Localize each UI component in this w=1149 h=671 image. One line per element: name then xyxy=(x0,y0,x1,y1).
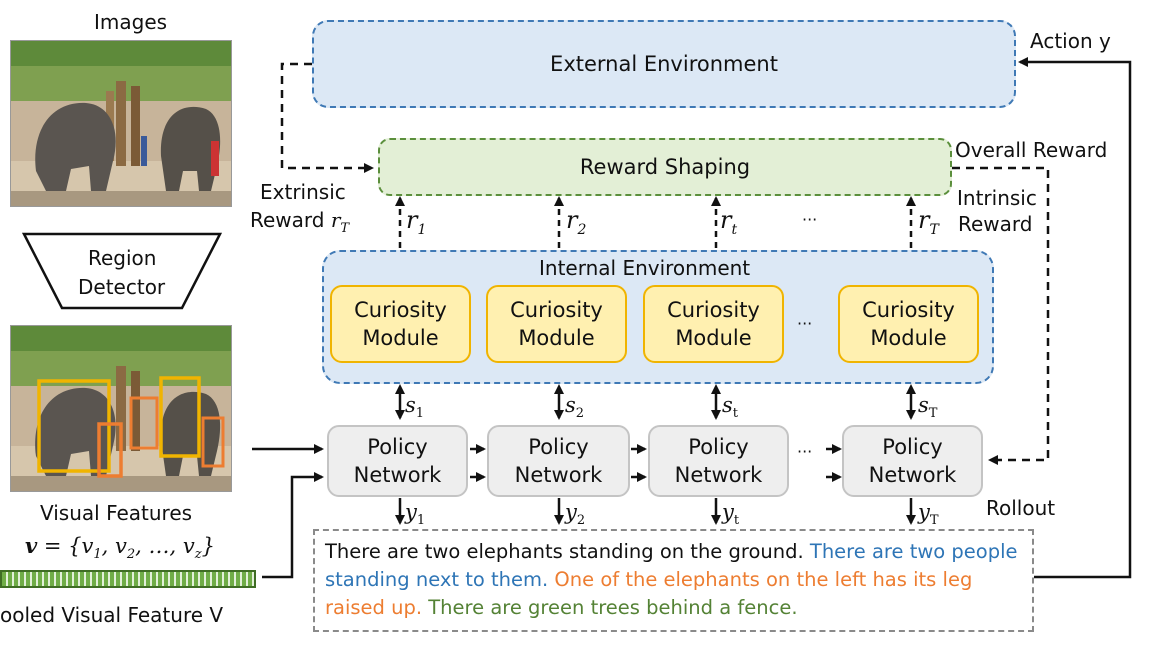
external-environment-box: External Environment xyxy=(312,20,1016,108)
action-label: Action y xyxy=(1030,29,1111,53)
curiosity-label-line2: Module xyxy=(870,326,947,350)
images-label: Images xyxy=(94,10,168,34)
curiosity-ellipsis: ··· xyxy=(797,314,813,333)
policy-ellipsis: ··· xyxy=(797,442,813,461)
curiosity-label-line2: Module xyxy=(518,326,595,350)
curiosity-label-line2: Module xyxy=(675,326,752,350)
output-label-T: yT xyxy=(918,500,939,529)
state-label-2: s2 xyxy=(565,393,585,422)
reward-shaping-label: Reward Shaping xyxy=(579,155,751,179)
policy-label-line1: Policy xyxy=(688,435,749,459)
overall-reward-connector xyxy=(952,166,1050,465)
policy-label-line1: Policy xyxy=(367,435,428,459)
intrinsic-reward-ellipsis: ··· xyxy=(802,210,818,229)
visual-features-formula: v = {v1, v2, …, vz} xyxy=(25,533,215,563)
output-label-t: yt xyxy=(722,500,740,529)
policy-network-T: Policy Network xyxy=(842,425,983,497)
curiosity-label-line1: Curiosity xyxy=(354,298,447,322)
generated-caption-box: There are two elephants standing on the … xyxy=(313,529,1034,632)
policy-network-1: Policy Network xyxy=(327,425,468,497)
curiosity-label-line1: Curiosity xyxy=(862,298,955,322)
action-connector xyxy=(1018,57,1132,579)
region-detector-label-1: Region xyxy=(88,246,157,270)
region-detector-label-2: Detector xyxy=(78,275,166,299)
intrinsic-reward-T: rT xyxy=(918,206,939,238)
intrinsic-reward-2: r2 xyxy=(566,206,587,238)
intrinsic-reward-1: r1 xyxy=(406,206,427,238)
policy-label-line2: Network xyxy=(353,463,442,487)
policy-network-2: Policy Network xyxy=(487,425,630,497)
curiosity-label-line1: Curiosity xyxy=(667,298,760,322)
policy-label-line2: Network xyxy=(674,463,763,487)
curiosity-module-1: Curiosity Module xyxy=(330,285,471,363)
input-image xyxy=(10,40,232,207)
curiosity-module-t: Curiosity Module xyxy=(643,285,784,363)
extrinsic-label-1: Extrinsic xyxy=(260,180,346,204)
policy-network-t: Policy Network xyxy=(648,425,789,497)
rollout-label: Rollout xyxy=(986,496,1056,520)
caption-sentence-3: One of the elephants on the left has its… xyxy=(325,568,973,619)
state-label-1: s1 xyxy=(405,393,425,422)
intrinsic-label-1: Intrinsic xyxy=(957,186,1037,210)
state-label-t: st xyxy=(722,393,739,422)
curiosity-module-2: Curiosity Module xyxy=(486,285,627,363)
pooled-feature-label: ooled Visual Feature V xyxy=(0,603,224,627)
output-label-1: y1 xyxy=(405,500,426,529)
intrinsic-reward-t: rt xyxy=(720,206,738,238)
curiosity-module-T: Curiosity Module xyxy=(838,285,979,363)
caption-sentence-4: There are green trees behind a fence. xyxy=(428,596,798,619)
output-label-2: y2 xyxy=(565,500,586,529)
extrinsic-label-2: Reward rT xyxy=(250,208,350,236)
policy-label-line2: Network xyxy=(514,463,603,487)
detected-regions-image xyxy=(10,325,232,492)
overall-reward-label: Overall Reward xyxy=(955,138,1108,162)
state-label-T: sT xyxy=(918,393,938,422)
policy-label-line2: Network xyxy=(868,463,957,487)
policy-label-line1: Policy xyxy=(882,435,943,459)
reward-shaping-box: Reward Shaping xyxy=(378,138,952,196)
pooled-feature-bar xyxy=(0,570,256,588)
intrinsic-label-2: Reward xyxy=(958,212,1033,236)
internal-environment-label: Internal Environment xyxy=(539,256,751,280)
visual-features-label: Visual Features xyxy=(40,501,193,525)
region-detector-shape xyxy=(22,232,222,310)
pooled-to-policy xyxy=(262,472,324,579)
curiosity-label-line2: Module xyxy=(362,326,439,350)
caption-sentence-2: There are two people standing next to th… xyxy=(325,540,1018,591)
extrinsic-reward-connector xyxy=(280,62,374,173)
policy-label-line1: Policy xyxy=(528,435,589,459)
caption-sentence-1: There are two elephants standing on the … xyxy=(325,540,810,563)
curiosity-label-line1: Curiosity xyxy=(510,298,603,322)
external-environment-label: External Environment xyxy=(550,52,778,76)
